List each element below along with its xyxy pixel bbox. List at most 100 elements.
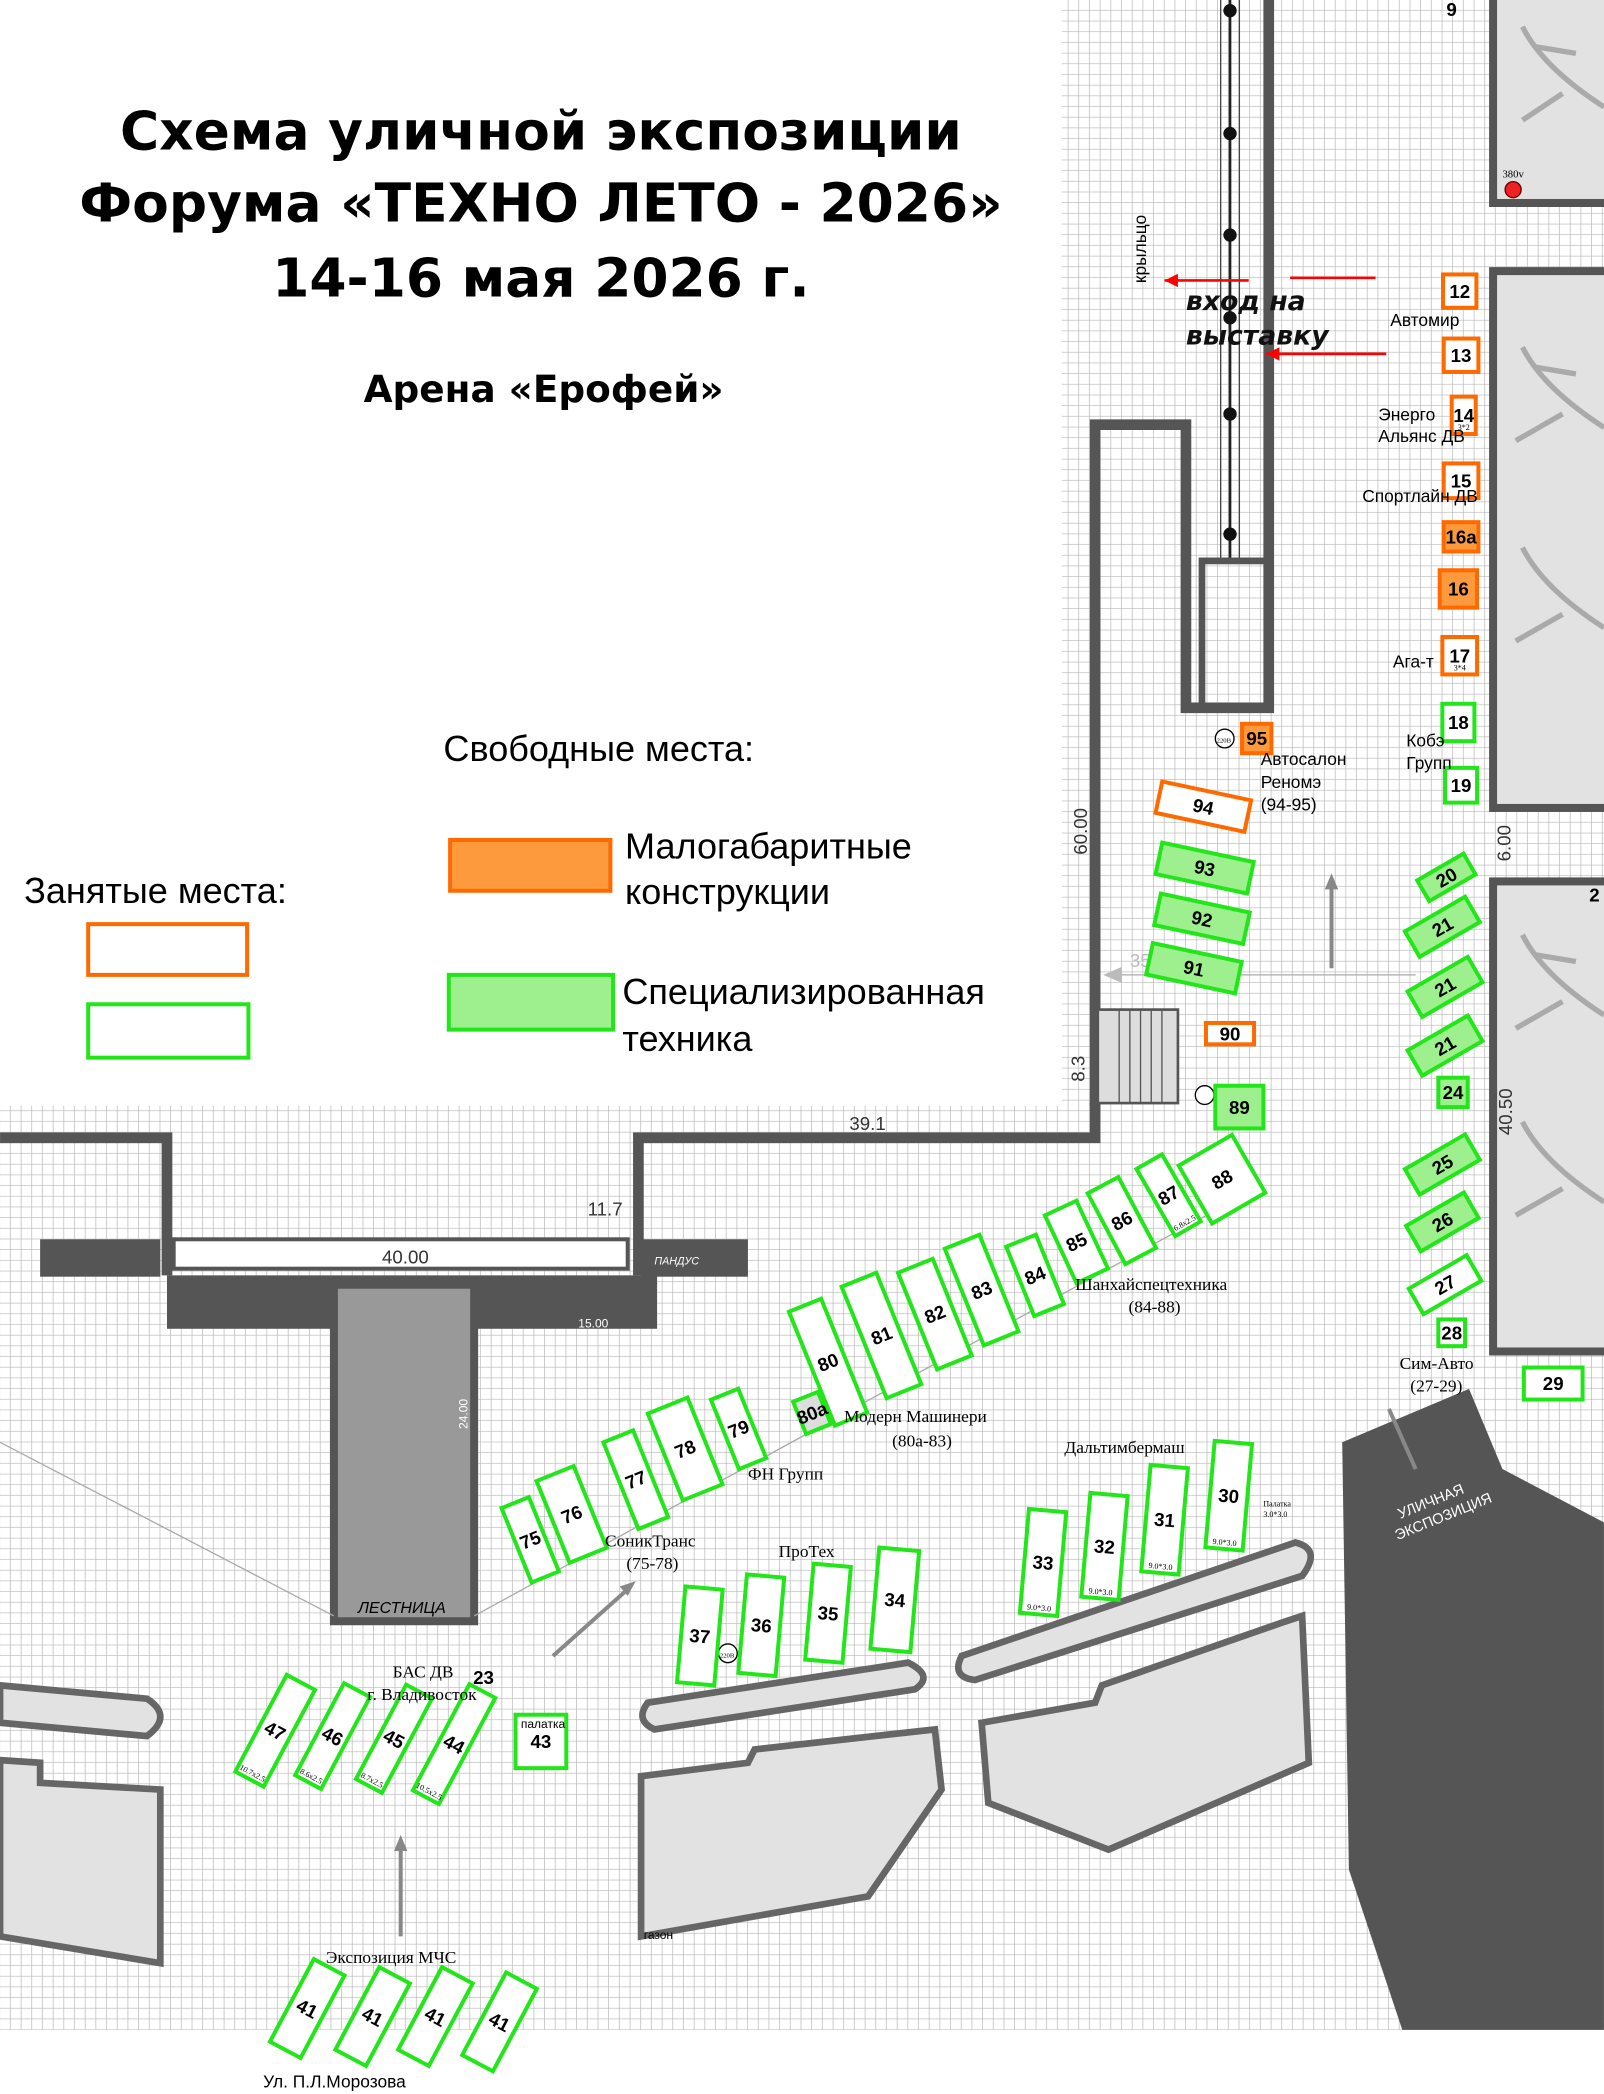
booth-81[interactable]: 81 <box>839 1270 924 1401</box>
booth-90[interactable]: 90 <box>1203 1020 1257 1047</box>
booth-34[interactable]: 34 <box>868 1545 922 1655</box>
booth-outline[interactable] <box>1213 1083 1266 1131</box>
booth-outline[interactable] <box>1139 1462 1191 1577</box>
booth-17[interactable]: 173*4 <box>1440 635 1480 677</box>
booth-41[interactable]: 41 <box>267 1956 348 2061</box>
booth-23[interactable]: 23 <box>473 1667 494 1688</box>
booth-outline[interactable] <box>1436 1317 1468 1349</box>
booth-outline[interactable] <box>1042 1198 1111 1286</box>
booth-13[interactable]: 13 <box>1441 336 1481 374</box>
booth-46[interactable]: 468.6x2.5 <box>292 1680 373 1792</box>
booth-outline[interactable] <box>1521 1365 1585 1402</box>
booth-outline[interactable] <box>1441 272 1479 310</box>
booth-24[interactable]: 24 <box>1436 1075 1470 1110</box>
booth-outline[interactable] <box>674 1584 725 1688</box>
booth-14[interactable]: 143*2 <box>1449 394 1478 437</box>
booth-20[interactable]: 20 <box>1414 850 1479 904</box>
booth-outline[interactable] <box>1449 394 1478 437</box>
booth-12[interactable]: 12 <box>1441 272 1479 310</box>
booth-outline[interactable] <box>942 1232 1022 1348</box>
booth-outline[interactable] <box>395 1964 476 2069</box>
booth-outline[interactable] <box>1436 1075 1470 1110</box>
booth-outline[interactable] <box>1441 336 1481 374</box>
booth-outline[interactable] <box>1437 568 1480 610</box>
booth-outline[interactable] <box>868 1545 922 1655</box>
booth-outline[interactable] <box>1017 1506 1069 1619</box>
booth-15[interactable]: 15 <box>1441 461 1481 501</box>
booth-94[interactable]: 94 <box>1153 779 1254 835</box>
booth-outline[interactable] <box>1441 520 1481 554</box>
booth-41[interactable]: 41 <box>332 1964 413 2069</box>
booth-outline[interactable] <box>1143 940 1245 996</box>
booth-outline[interactable] <box>895 1256 975 1372</box>
booth-80а[interactable]: 80а <box>790 1389 834 1437</box>
booth-26[interactable]: 26 <box>1403 1189 1482 1255</box>
booth-outline[interactable] <box>1414 850 1479 904</box>
booth-outline[interactable] <box>232 1672 318 1790</box>
booth-80[interactable]: 80 <box>786 1296 870 1429</box>
booth-91[interactable]: 91 <box>1143 940 1245 996</box>
booth-outline[interactable] <box>1443 765 1480 805</box>
booth-outline[interactable] <box>1151 891 1253 947</box>
booth-outline[interactable] <box>708 1386 769 1472</box>
booth-45[interactable]: 458.7x2.5 <box>353 1681 435 1796</box>
booth-outline[interactable] <box>1406 1252 1485 1317</box>
booth-36[interactable]: 36 <box>736 1572 787 1679</box>
booth-outline[interactable] <box>790 1389 834 1437</box>
booth-outline[interactable] <box>459 1969 540 2075</box>
booth-outline[interactable] <box>332 1964 413 2069</box>
booth-outline[interactable] <box>1133 1151 1204 1239</box>
booth-outline[interactable] <box>1440 635 1480 677</box>
booth-outline[interactable] <box>1175 1132 1269 1227</box>
booth-28[interactable]: 28 <box>1436 1317 1468 1349</box>
booth-92[interactable]: 92 <box>1151 891 1253 947</box>
booth-outline[interactable] <box>1003 1232 1067 1319</box>
booth-86[interactable]: 86 <box>1084 1174 1159 1267</box>
booth-outline[interactable] <box>267 1956 348 2061</box>
booth-19[interactable]: 19 <box>1443 765 1480 805</box>
booth-outline[interactable] <box>1441 461 1481 501</box>
booth-outline[interactable] <box>1153 779 1254 835</box>
booth-outline[interactable] <box>498 1494 562 1586</box>
booth-outline[interactable] <box>1440 701 1477 744</box>
booth-outline[interactable] <box>786 1296 870 1429</box>
booth-37[interactable]: 37 <box>674 1584 725 1688</box>
booth-76[interactable]: 76 <box>533 1463 610 1566</box>
booth-16а[interactable]: 16а <box>1441 520 1481 554</box>
booth-21[interactable]: 21 <box>1404 954 1486 1020</box>
booth-35[interactable]: 35 <box>803 1561 854 1665</box>
booth-25[interactable]: 25 <box>1402 1131 1483 1198</box>
booth-outline[interactable] <box>600 1427 671 1532</box>
booth-outline[interactable] <box>1240 721 1274 756</box>
booth-95[interactable]: 95 <box>1240 721 1274 756</box>
booth-27[interactable]: 27 <box>1406 1252 1485 1317</box>
booth-outline[interactable] <box>803 1561 854 1665</box>
booth-89[interactable]: 89 <box>1213 1083 1266 1131</box>
booth-outline[interactable] <box>839 1270 924 1401</box>
booth-29[interactable]: 29 <box>1521 1365 1585 1402</box>
booth-87[interactable]: 876.8x2.5 <box>1133 1151 1204 1239</box>
booth-88[interactable]: 88 <box>1175 1132 1269 1227</box>
booth-79[interactable]: 79 <box>708 1386 769 1472</box>
booth-outline[interactable] <box>1404 1012 1486 1079</box>
booth-18[interactable]: 18 <box>1440 701 1477 744</box>
booth-outline[interactable] <box>645 1395 726 1503</box>
booth-outline[interactable] <box>1084 1174 1159 1267</box>
booth-21[interactable]: 21 <box>1402 893 1483 960</box>
booth-outline[interactable] <box>1403 1189 1482 1255</box>
booth-43[interactable]: 43 <box>513 1712 569 1771</box>
booth-83[interactable]: 83 <box>942 1232 1022 1348</box>
booth-31[interactable]: 319.0*3.0 <box>1139 1462 1191 1577</box>
booth-outline[interactable] <box>1079 1490 1130 1603</box>
booth-outline[interactable] <box>1404 954 1486 1020</box>
booth-78[interactable]: 78 <box>645 1395 726 1503</box>
booth-82[interactable]: 82 <box>895 1256 975 1372</box>
booth-outline[interactable] <box>1203 1020 1257 1047</box>
booth-33[interactable]: 339.0*3.0 <box>1017 1506 1069 1619</box>
booth-41[interactable]: 41 <box>395 1964 476 2069</box>
booth-77[interactable]: 77 <box>600 1427 671 1532</box>
booth-outline[interactable] <box>1402 893 1483 960</box>
booth-93[interactable]: 93 <box>1153 840 1257 896</box>
booth-32[interactable]: 329.0*3.0 <box>1079 1490 1130 1603</box>
booth-75[interactable]: 75 <box>498 1494 562 1586</box>
